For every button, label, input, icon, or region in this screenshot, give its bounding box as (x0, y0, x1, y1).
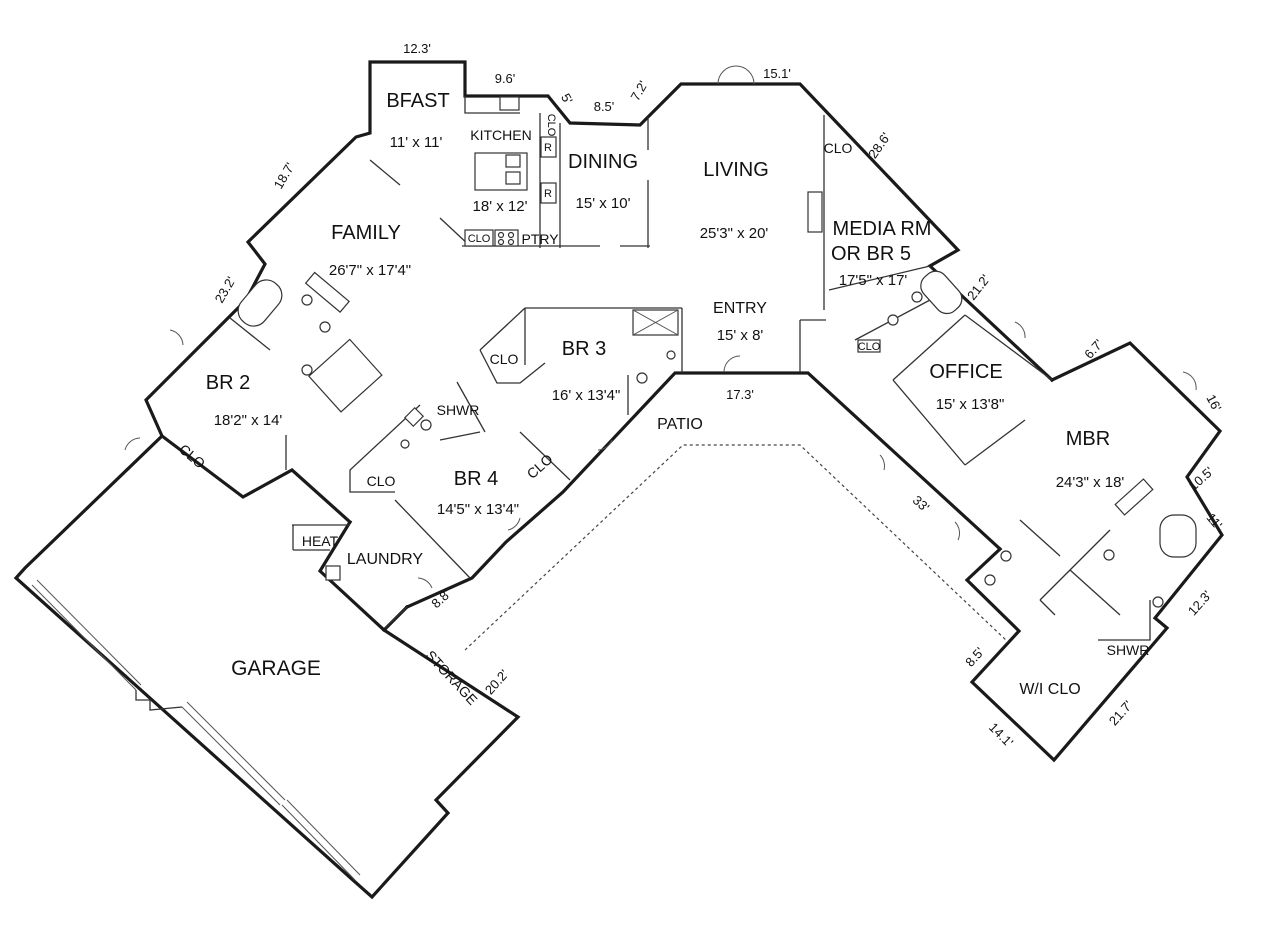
room-size-br4: 14'5" x 13'4" (437, 501, 519, 518)
br2-tub (237, 279, 283, 327)
room-name-laundry: LAUNDRY (347, 551, 424, 568)
room-size-kitchen: 18' x 12' (473, 198, 528, 215)
patio-outline (464, 444, 1009, 651)
room-size-br3: 16' x 13'4" (552, 387, 621, 404)
room-labels: BFAST 11' x 11' KITCHEN 18' x 12' DINING… (206, 90, 1125, 708)
dim-23-2: 23.2' (212, 274, 239, 306)
fireplace (807, 191, 823, 233)
label-ptry: PTRY (521, 231, 559, 247)
label-clo-br3: CLO (490, 351, 519, 367)
dim-8-5-low: 8.5' (962, 644, 987, 669)
kitchen-sink (499, 96, 520, 111)
br2-shower (308, 338, 383, 413)
label-fridge-2: R (544, 188, 552, 200)
dim-5: 5' (558, 91, 576, 107)
label-shwr-br4: SHWR (437, 402, 480, 418)
dim-8-8: 8.8' (428, 586, 453, 611)
dimension-labels: 12.3' 9.6' 5' 8.5' 7.2' 15.1' 28.6' 18.7… (212, 41, 1226, 750)
dim-10-5: 10.5' (1186, 464, 1217, 494)
room-name-br4: BR 4 (454, 468, 498, 490)
dim-21-7: 21.7' (1106, 698, 1136, 729)
dim-7-2: 7.2' (627, 78, 650, 103)
room-name-br3: BR 3 (562, 338, 606, 360)
dim-16: 16' (1203, 392, 1224, 414)
room-size-family: 26'7" x 17'4" (329, 262, 411, 279)
interior-walls (229, 96, 1151, 641)
dim-9-6: 9.6' (495, 71, 516, 86)
dim-17-3: 17.3' (726, 387, 754, 402)
room-name-storage: STORAGE (423, 647, 481, 708)
label-clo-living: CLO (824, 140, 853, 156)
dim-20-2: 20.2' (482, 667, 512, 698)
room-name-entry: ENTRY (713, 300, 767, 317)
fixtures (237, 96, 1197, 608)
label-fridge-1: R (544, 142, 552, 154)
dim-15-1: 15.1' (763, 66, 791, 81)
room-name-media-line1: MEDIA RM (833, 218, 932, 240)
dim-28-6: 28.6' (865, 130, 893, 161)
room-size-living: 25'3" x 20' (700, 225, 769, 242)
room-name-wiclo: W/I CLO (1019, 681, 1080, 698)
room-size-entry: 15' x 8' (717, 327, 764, 344)
dim-18-7: 18.7' (271, 160, 298, 192)
dim-12-3-right: 12.3' (1185, 588, 1215, 619)
room-name-br2: BR 2 (206, 372, 250, 394)
room-name-patio: PATIO (657, 416, 703, 433)
label-heat: HEAT (302, 533, 339, 549)
small-labels: CLO R R CLO PTRY CLO CLO SHWR CLO CLO CL… (176, 114, 1149, 658)
label-clo-br4: CLO (367, 473, 396, 489)
room-name-garage: GARAGE (231, 657, 321, 680)
exterior-walls (13, 60, 1224, 900)
room-size-office: 15' x 13'8" (936, 396, 1005, 413)
dim-21-2: 21.2' (964, 272, 993, 303)
dim-14-1: 14.1' (986, 720, 1016, 750)
dim-8-5-top: 8.5' (594, 99, 615, 114)
dim-33: 33' (910, 492, 933, 514)
dim-11: 11' (1204, 510, 1226, 532)
room-name-dining: DINING (568, 151, 638, 173)
room-name-mbr: MBR (1066, 428, 1110, 450)
label-clo-br4b: CLO (524, 451, 556, 482)
room-name-office: OFFICE (929, 361, 1002, 383)
room-name-kitchen: KITCHEN (470, 127, 531, 143)
garage-doors (31, 579, 361, 881)
room-size-dining: 15' x 10' (576, 195, 631, 212)
label-clo-kitchen: CLO (545, 114, 557, 137)
room-size-bfast: 11' x 11' (390, 134, 443, 151)
label-clo-media: CLO (858, 341, 881, 353)
room-name-family: FAMILY (331, 222, 401, 244)
room-name-bfast: BFAST (386, 90, 449, 112)
door-swings (124, 65, 1197, 589)
room-name-living: LIVING (703, 159, 769, 181)
room-size-mbr: 24'3" x 18' (1056, 474, 1125, 491)
dim-12-3-top: 12.3' (403, 41, 431, 56)
room-name-media-line2: OR BR 5 (831, 243, 911, 265)
room-size-media: 17'5" x 17' (839, 272, 908, 289)
room-size-br2: 18'2" x 14' (214, 412, 283, 429)
label-clo-pantry: CLO (468, 233, 491, 245)
label-shwr-mbr: SHWR (1107, 642, 1150, 658)
media-tub (920, 270, 963, 315)
mbr-tub (1159, 514, 1197, 558)
